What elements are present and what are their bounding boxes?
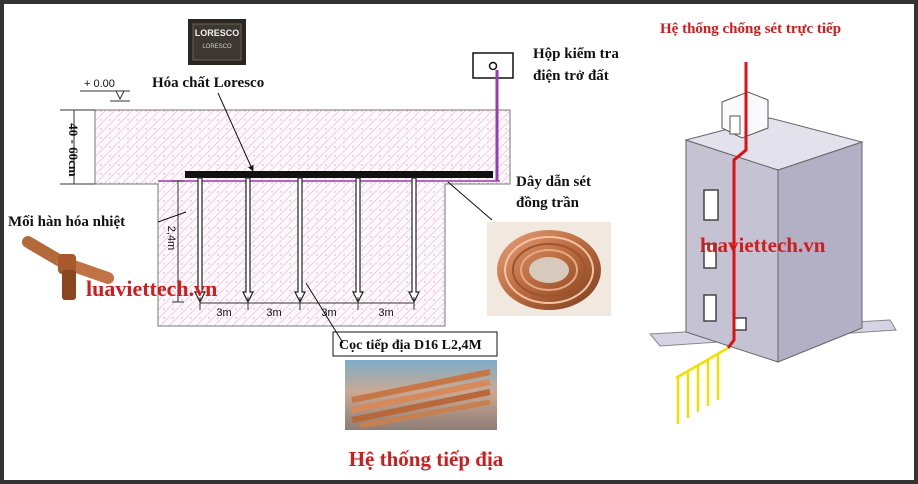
weld-label: Mối hàn hóa nhiệt — [8, 214, 125, 230]
chemical-label: Hóa chất Loresco — [152, 75, 264, 91]
conductor-pointer — [447, 181, 493, 221]
inspection-box — [472, 52, 514, 79]
right-diagram-title: Hệ thống chống sét trực tiếp — [660, 21, 841, 37]
ground-rod — [242, 177, 254, 304]
spacing-label: 3m — [378, 307, 393, 319]
ground-rod — [408, 177, 420, 304]
spacing-dimensions: 3m 3m 3m 3m — [199, 297, 415, 319]
spacing-label: 3m — [321, 307, 336, 319]
depth-label: 40 - 60cm — [66, 123, 81, 177]
inspection-label-line2: điện trở đất — [533, 68, 609, 84]
ground-rod-photo — [345, 360, 497, 430]
ground-rod — [294, 177, 306, 304]
rod-pointer — [305, 282, 344, 344]
product-badge-top: LORESCO — [195, 28, 240, 38]
level-mark-text: + 0.00 — [84, 78, 115, 90]
lightning-down-conductor — [726, 62, 748, 349]
watermark-right: luaviettech.vn — [700, 233, 826, 257]
chemical-arrow — [217, 92, 254, 172]
copper-coil-image — [487, 222, 611, 316]
ground-rod — [194, 177, 206, 304]
window — [703, 189, 719, 221]
spacing-label: 3m — [216, 307, 231, 319]
ground-rods — [194, 177, 420, 304]
conductor-label-line1: Dây dẫn sét — [516, 174, 591, 190]
window — [703, 294, 717, 322]
rod-length-dimension: 2,4m — [165, 180, 184, 303]
weld-fitting-image — [22, 236, 114, 300]
conductor-label-line2: đồng trần — [516, 195, 580, 211]
test-box-on-wall — [733, 317, 747, 331]
weld-pointer — [157, 211, 187, 223]
rod-label-box: Cọc tiếp địa D16 L2,4M — [332, 331, 498, 357]
inspection-label-line1: Hộp kiểm tra — [533, 46, 619, 62]
horizontal-ground-conductor — [185, 171, 493, 178]
ground-rod — [352, 177, 364, 304]
depth-dimension: 40 - 60cm — [60, 109, 95, 185]
rod-label: Cọc tiếp địa D16 L2,4M — [339, 338, 482, 353]
spacing-label: 3m — [266, 307, 281, 319]
window — [703, 243, 717, 269]
watermark-left: luaviettech.vn — [86, 276, 217, 301]
rod-length-label: 2,4m — [165, 226, 177, 250]
diagram-caption: Hệ thống tiếp địa — [349, 447, 504, 471]
ground-wire-array — [675, 346, 729, 424]
ground-level-mark: + 0.00 — [80, 78, 130, 102]
loresco-product-image: LORESCO LORESCO — [188, 19, 246, 65]
product-badge-bottom: LORESCO — [202, 44, 232, 50]
building — [684, 91, 864, 363]
